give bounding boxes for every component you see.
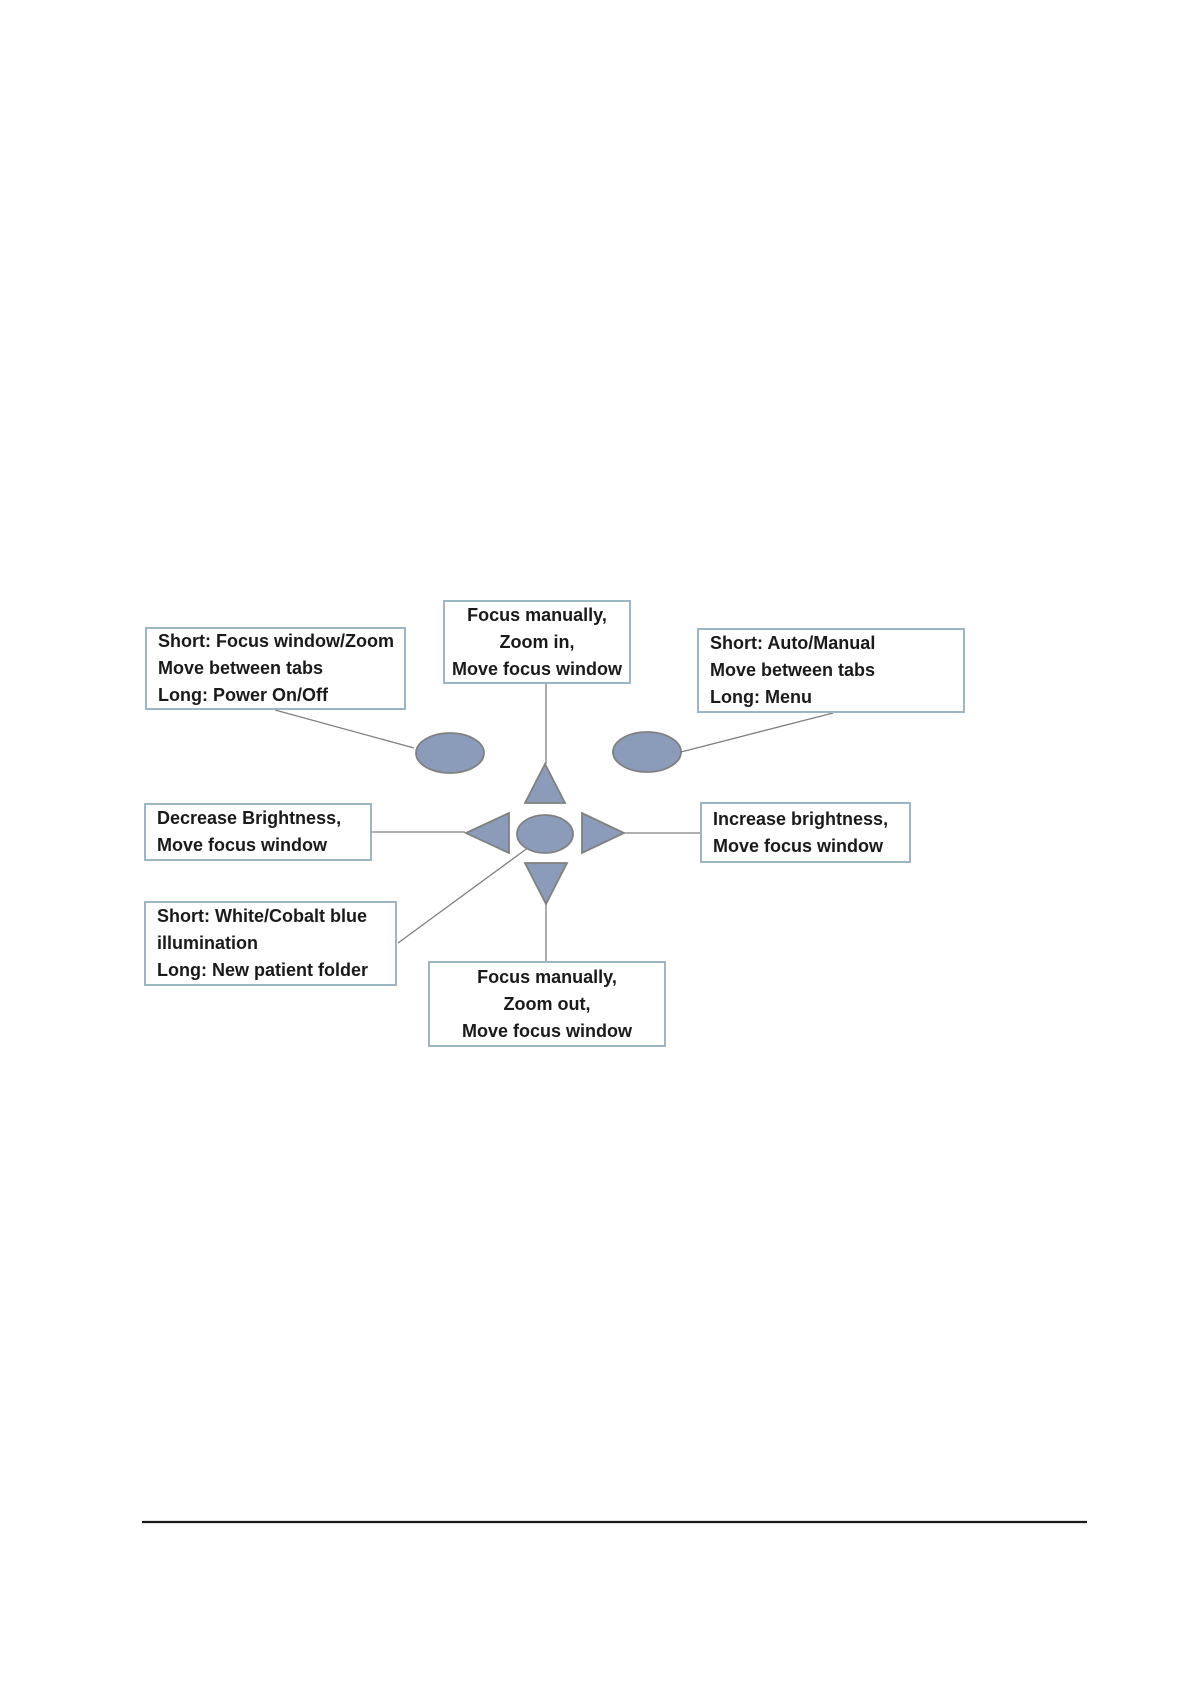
callout-line: Decrease Brightness, xyxy=(157,808,342,828)
callout-line: Zoom in, xyxy=(499,631,575,652)
callout-down-arrow: Focus manually, Zoom out, Move focus win… xyxy=(428,961,666,1047)
right-oval-button xyxy=(612,731,682,773)
left-oval-button xyxy=(415,732,485,774)
callout-line: Short: Auto/Manual xyxy=(710,633,876,653)
right-arrow-button xyxy=(581,811,627,855)
left-arrow-button xyxy=(463,811,510,855)
callout-line: Move between tabs xyxy=(710,660,876,680)
up-arrow-button xyxy=(523,762,567,804)
callout-right-arrow: Increase brightness, Move focus window xyxy=(700,802,911,863)
callout-line: Focus manually, xyxy=(477,966,617,987)
callout-line: Short: Focus window/Zoom xyxy=(158,631,394,651)
callout-line: illumination xyxy=(157,933,258,953)
callout-left-oval: Short: Focus window/Zoom Move between ta… xyxy=(145,627,406,710)
callout-line: Zoom out, xyxy=(503,993,591,1014)
callout-line: Long: Power On/Off xyxy=(158,685,328,705)
callout-line: Focus manually, xyxy=(467,604,607,625)
connector-center-button-to-lower-left-box xyxy=(397,846,530,944)
callout-line: Short: White/Cobalt blue xyxy=(157,906,367,926)
callout-line: Increase brightness, xyxy=(713,808,889,829)
connector-upper-left-box-to-left-oval xyxy=(274,709,415,749)
callout-line: Long: New patient folder xyxy=(157,960,368,980)
center-button xyxy=(516,814,574,854)
callout-left-arrow: Decrease Brightness, Move focus window xyxy=(144,803,372,861)
callout-center-button: Short: White/Cobalt blue illumination Lo… xyxy=(144,901,397,986)
callout-right-oval: Short: Auto/Manual Move between tabs Lon… xyxy=(697,628,965,713)
down-arrow-button xyxy=(523,862,569,906)
callout-line: Move between tabs xyxy=(158,658,324,678)
callout-line: Move focus window xyxy=(451,658,622,679)
callout-line: Move focus window xyxy=(713,835,884,856)
callout-line: Move focus window xyxy=(157,835,328,855)
connector-upper-right-box-to-right-oval xyxy=(680,712,834,753)
callout-up-arrow: Focus manually, Zoom in, Move focus wind… xyxy=(443,600,631,684)
callout-line: Move focus window xyxy=(461,1020,632,1041)
callout-line: Long: Menu xyxy=(710,687,812,707)
